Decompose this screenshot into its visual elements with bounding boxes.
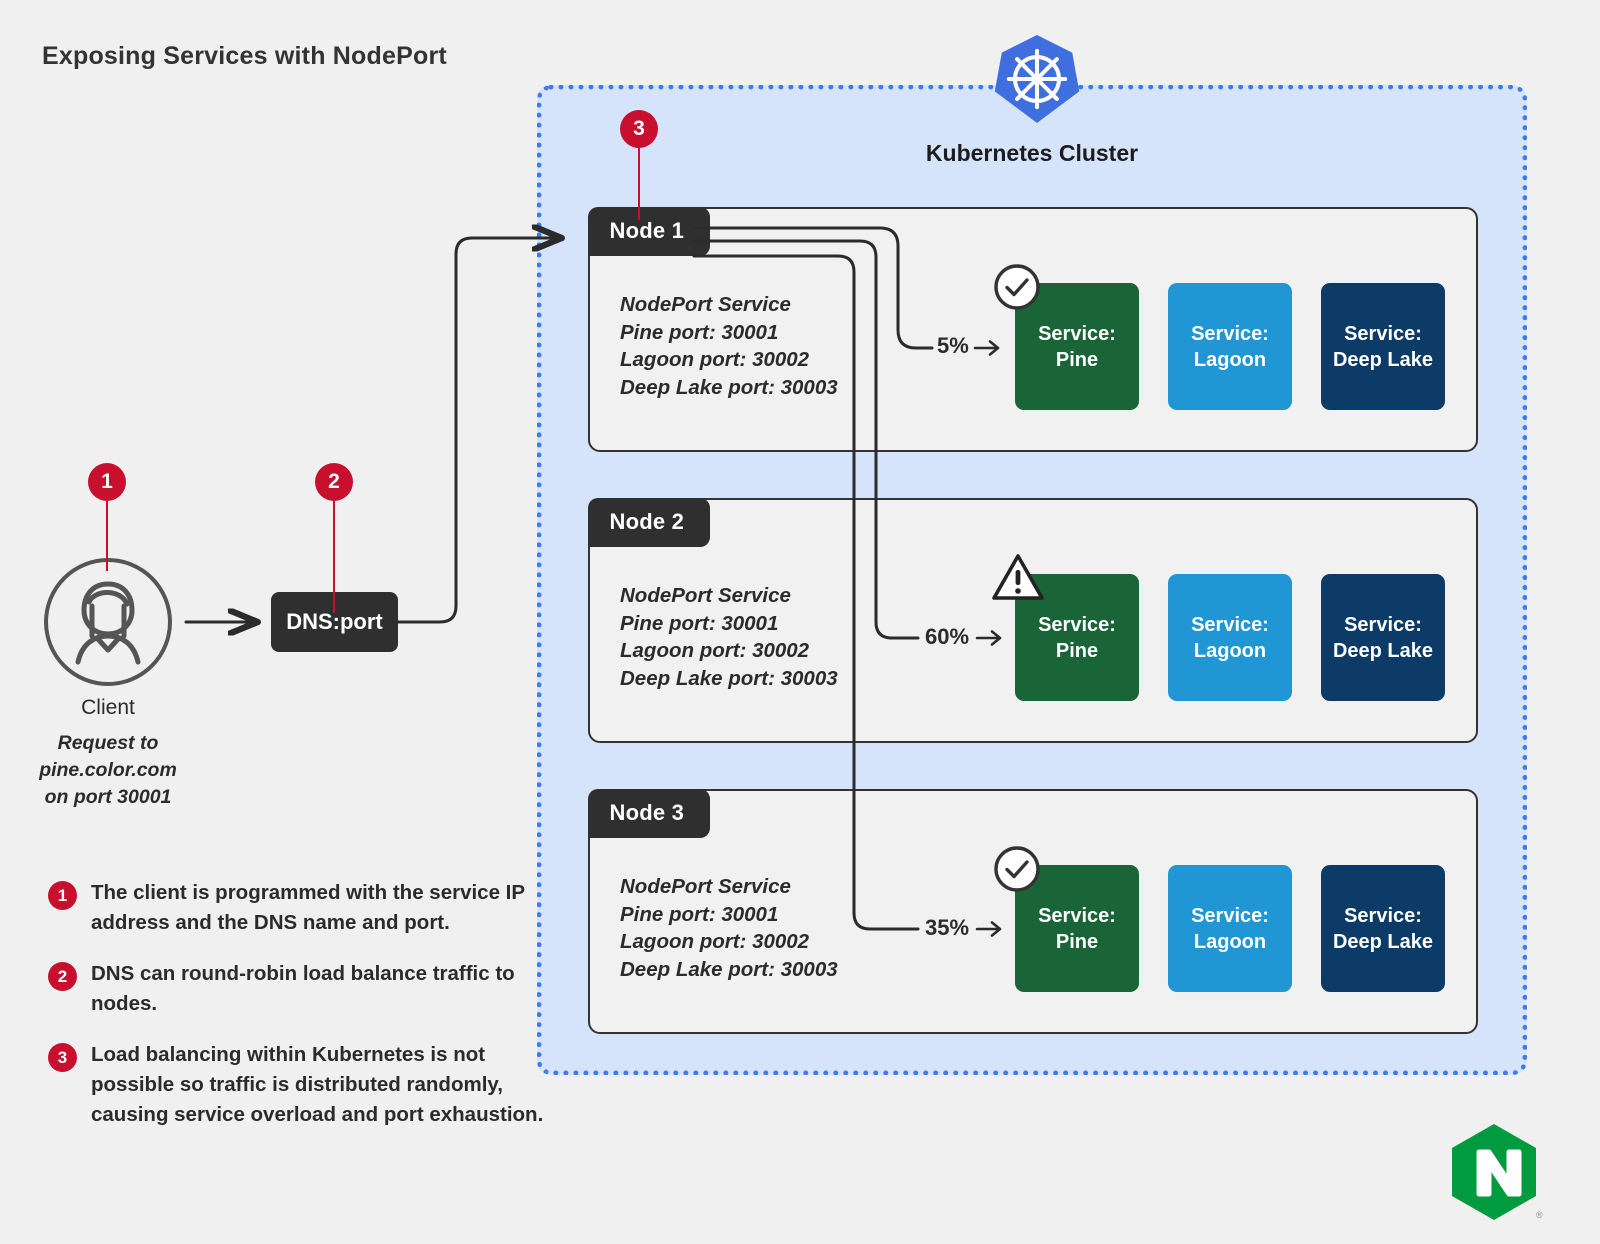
- legend-item-2-text: DNS can round-robin load balance traffic…: [91, 962, 515, 1015]
- service-deep-lake-node-3[interactable]: Service: Deep Lake: [1321, 865, 1445, 992]
- check-circle-icon: [992, 844, 1042, 894]
- client-avatar: [44, 558, 172, 686]
- legend-item-2-number: 2: [48, 962, 77, 991]
- service-deep-lake-node-1[interactable]: Service: Deep Lake: [1321, 283, 1445, 410]
- node-3-title: Node 3: [587, 788, 711, 838]
- nginx-logo: ®: [1448, 1122, 1543, 1222]
- legend-list: 1 The client is programmed with the serv…: [48, 878, 548, 1151]
- legend-item-2: 2 DNS can round-robin load balance traff…: [48, 959, 548, 1019]
- legend-item-3: 3 Load balancing within Kubernetes is no…: [48, 1040, 548, 1130]
- callout-pin-2-stem: [332, 501, 336, 613]
- legend-item-1-text: The client is programmed with the servic…: [91, 881, 525, 934]
- service-deep-lake-node-2[interactable]: Service: Deep Lake: [1321, 574, 1445, 701]
- service-lagoon-node-2[interactable]: Service: Lagoon: [1168, 574, 1292, 701]
- callout-pin-3-number: 3: [620, 110, 658, 148]
- node-3-details: NodePort Service Pine port: 30001 Lagoon…: [620, 875, 838, 981]
- service-lagoon-node-1[interactable]: Service: Lagoon: [1168, 283, 1292, 410]
- service-pine-node-3[interactable]: Service: Pine: [1015, 865, 1139, 992]
- warning-triangle-icon: [992, 553, 1044, 603]
- legend-item-3-text: Load balancing within Kubernetes is not …: [91, 1043, 544, 1126]
- legend-item-1-number: 1: [48, 881, 77, 910]
- service-lagoon-node-3[interactable]: Service: Lagoon: [1168, 865, 1292, 992]
- traffic-percent-node-1: 5%: [937, 333, 969, 358]
- dns-port-node[interactable]: DNS:port: [271, 592, 398, 652]
- callout-pin-1: 1: [88, 463, 126, 571]
- node-1-details: NodePort Service Pine port: 30001 Lagoon…: [620, 293, 838, 399]
- callout-pin-1-stem: [105, 501, 109, 571]
- callout-pin-2-number: 2: [315, 463, 353, 501]
- callout-pin-3-stem: [637, 148, 641, 220]
- legend-item-3-number: 3: [48, 1043, 77, 1072]
- node-1-title: Node 1: [587, 206, 711, 256]
- callout-pin-2: 2: [315, 463, 353, 613]
- legend-item-1: 1 The client is programmed with the serv…: [48, 878, 548, 938]
- node-2-details: NodePort Service Pine port: 30001 Lagoon…: [620, 584, 838, 690]
- client-label: Client: [81, 696, 135, 719]
- client-request-note: Request to pine.color.com on port 30001: [39, 732, 177, 808]
- node-2-title: Node 2: [587, 497, 711, 547]
- traffic-percent-node-2: 60%: [925, 624, 970, 649]
- callout-pin-3: 3: [620, 110, 658, 220]
- kubernetes-helm-icon: [993, 33, 1081, 125]
- callout-pin-1-number: 1: [88, 463, 126, 501]
- check-circle-icon: [992, 262, 1042, 312]
- traffic-percent-node-3: 35%: [925, 915, 970, 940]
- cluster-label: Kubernetes Cluster: [925, 140, 1139, 166]
- page-title: Exposing Services with NodePort: [42, 42, 447, 70]
- svg-text:®: ®: [1536, 1210, 1543, 1220]
- service-pine-node-1[interactable]: Service: Pine: [1015, 283, 1139, 410]
